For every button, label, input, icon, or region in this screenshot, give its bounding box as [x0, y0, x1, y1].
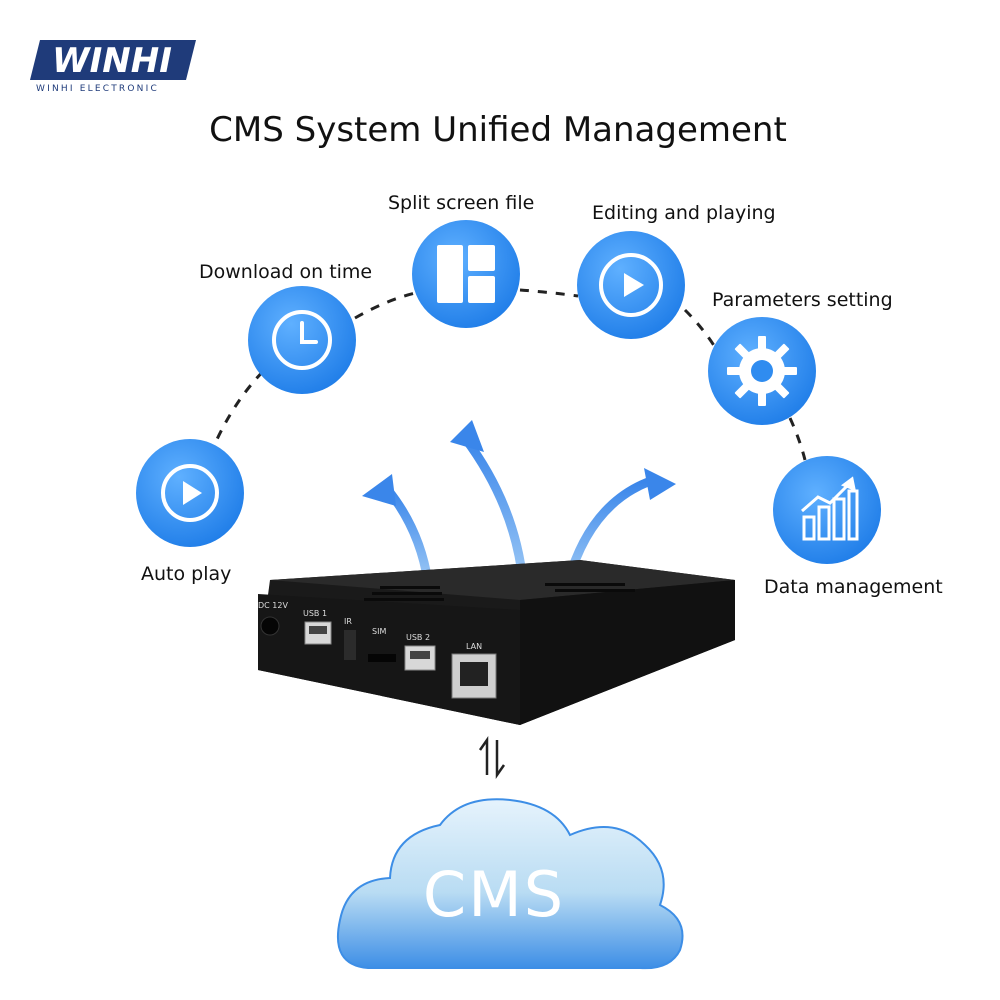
feature-split-screen-file	[412, 220, 520, 328]
page-title: CMS System Unified Management	[209, 110, 787, 150]
feature-data-management	[773, 456, 881, 564]
label-data-management: Data management	[764, 576, 943, 598]
feature-auto-play	[136, 439, 244, 547]
clock-icon	[272, 310, 332, 370]
play-icon	[599, 253, 663, 317]
port-usb2-label: USB 2	[406, 633, 430, 642]
label-auto-play: Auto play	[141, 563, 232, 585]
port-ir-label: IR	[344, 617, 352, 626]
cloud-shape	[336, 798, 684, 970]
media-player-device: DC 12V USB 1 IR SIM USB 2 LAN	[258, 560, 735, 725]
port-usb1-label: USB 1	[303, 609, 327, 618]
cloud-cms-label: CMS	[422, 858, 566, 931]
bar-chart-icon	[801, 476, 859, 541]
play-icon	[161, 464, 219, 522]
port-lan-label: LAN	[466, 642, 482, 651]
feature-download-on-time	[248, 286, 356, 394]
logo-text: WINHI	[52, 41, 172, 81]
label-parameters-setting: Parameters setting	[712, 289, 893, 311]
label-editing-and-playing: Editing and playing	[592, 202, 776, 224]
sync-arrows-icon	[478, 736, 506, 779]
split-screen-icon	[437, 245, 495, 303]
feature-parameters-setting	[708, 317, 816, 425]
port-dc-label: DC 12V	[258, 601, 288, 610]
label-download-on-time: Download on time	[199, 261, 373, 283]
label-split-screen-file: Split screen file	[388, 192, 535, 214]
feature-editing-and-playing	[577, 231, 685, 339]
winhi-logo: WINHI	[30, 40, 196, 81]
dashed-connector	[208, 288, 807, 461]
port-sim-label: SIM	[372, 627, 386, 636]
upload-arrows	[383, 433, 653, 587]
arrow-heads	[362, 420, 676, 506]
logo-subtitle: WINHI ELECTRONIC	[36, 84, 159, 94]
